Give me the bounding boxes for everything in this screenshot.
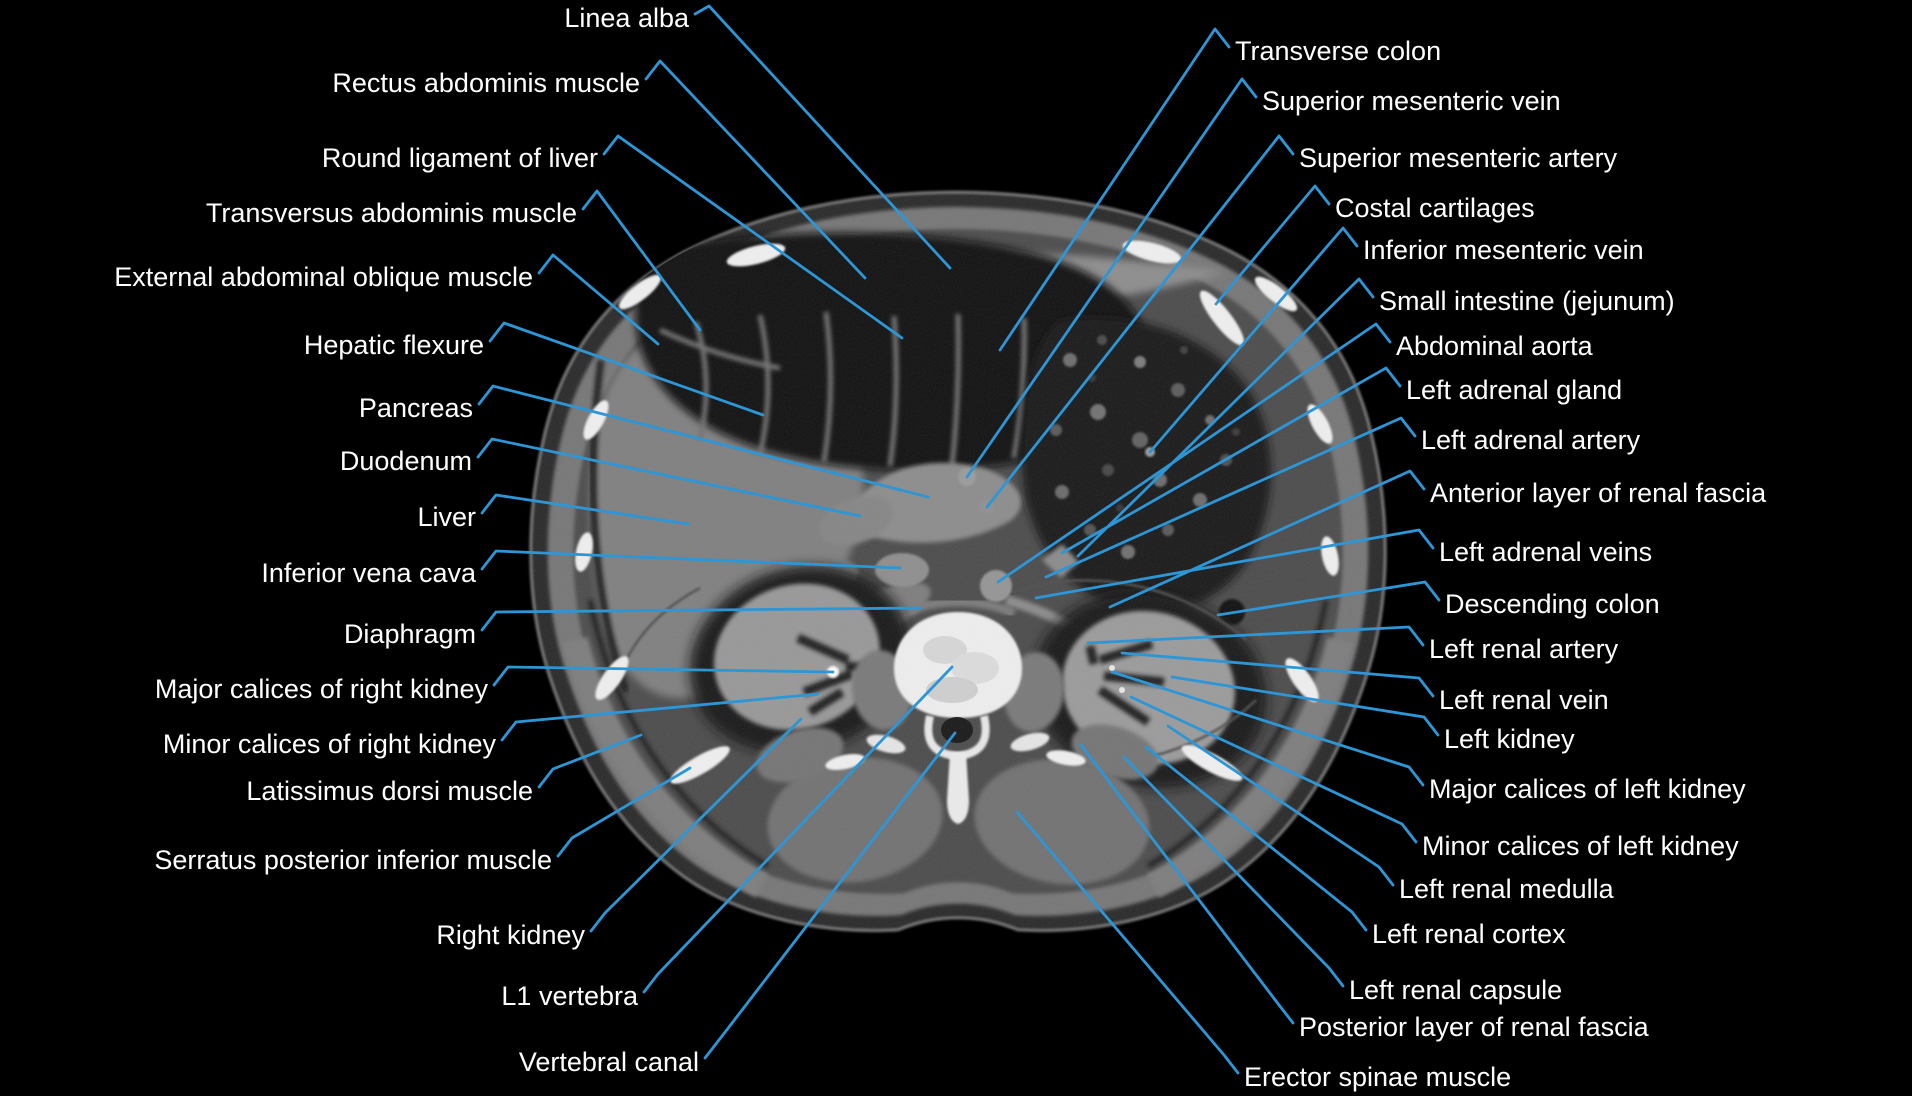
label-vertebral-canal: Vertebral canal (519, 1047, 699, 1077)
label-left-renal-capsule: Left renal capsule (1349, 975, 1562, 1005)
ct-noise-overlay (530, 192, 1386, 931)
leader-line-anterior-layer-of-renal-fascia (1108, 469, 1426, 609)
ct-image (529, 190, 1387, 933)
leader-line-duodenum (476, 437, 862, 518)
leader-line-superior-mesenteric-artery (985, 134, 1295, 509)
leader-line-liver (480, 493, 690, 526)
label-descending-colon: Descending colon (1445, 589, 1660, 619)
label-pancreas: Pancreas (359, 393, 473, 423)
label-erector-spinae-muscle: Erector spinae muscle (1244, 1062, 1511, 1092)
label-liver: Liver (417, 502, 476, 532)
leader-line-rectus-abdominis-muscle (644, 59, 867, 280)
leader-line-hepatic-flexure (488, 321, 765, 417)
leader-line-major-calices-of-right-kidney (492, 665, 835, 687)
label-major-calices-of-right-kidney: Major calices of right kidney (155, 674, 489, 704)
leader-line-left-renal-capsule (1122, 755, 1345, 988)
leader-line-right-kidney (589, 717, 803, 933)
label-duodenum: Duodenum (340, 446, 472, 476)
label-left-renal-artery: Left renal artery (1429, 634, 1619, 664)
leader-line-posterior-layer-of-renal-fascia (1079, 743, 1295, 1025)
leader-line-abdominal-aorta (996, 322, 1392, 584)
leader-line-left-adrenal-artery (1044, 416, 1417, 579)
label-diaphragm: Diaphragm (344, 619, 476, 649)
label-small-intestine-jejunum: Small intestine (jejunum) (1379, 286, 1675, 316)
label-anterior-layer-of-renal-fascia: Anterior layer of renal fascia (1430, 478, 1767, 508)
leader-line-descending-colon (1216, 580, 1441, 617)
label-left-adrenal-artery: Left adrenal artery (1421, 425, 1641, 455)
leader-line-l1-vertebra (642, 665, 954, 994)
label-rectus-abdominis-muscle: Rectus abdominis muscle (332, 68, 640, 98)
leader-line-linea-alba (693, 4, 952, 270)
leader-line-superior-mesenteric-vein (965, 77, 1258, 479)
label-left-renal-medulla: Left renal medulla (1399, 874, 1615, 904)
leader-line-round-ligament-of-liver (602, 134, 904, 340)
label-inferior-vena-cava: Inferior vena cava (261, 558, 477, 588)
label-left-renal-cortex: Left renal cortex (1372, 919, 1566, 949)
label-left-renal-vein: Left renal vein (1439, 685, 1609, 715)
leader-line-vertebral-canal (703, 731, 957, 1060)
leader-line-left-renal-cortex (1144, 745, 1368, 932)
label-external-abdominal-oblique-muscle: External abdominal oblique muscle (114, 262, 533, 292)
label-superior-mesenteric-vein: Superior mesenteric vein (1262, 86, 1561, 116)
leader-line-external-abdominal-oblique-muscle (537, 253, 660, 346)
leader-line-left-renal-artery (1086, 625, 1425, 647)
leader-line-major-calices-of-left-kidney (1110, 670, 1425, 787)
leader-line-minor-calices-of-right-kidney (500, 692, 820, 742)
label-left-kidney: Left kidney (1444, 724, 1575, 754)
leader-line-left-kidney (1170, 675, 1440, 737)
label-transverse-colon: Transverse colon (1235, 36, 1441, 66)
leader-line-left-adrenal-gland (1060, 366, 1402, 555)
leader-line-left-adrenal-veins (1034, 528, 1435, 600)
leader-line-transverse-colon (998, 27, 1231, 352)
label-round-ligament-of-liver: Round ligament of liver (322, 143, 598, 173)
label-costal-cartilages: Costal cartilages (1335, 193, 1535, 223)
leader-line-left-renal-vein (1120, 651, 1435, 698)
label-l1-vertebra: L1 vertebra (501, 981, 639, 1011)
label-latissimus-dorsi-muscle: Latissimus dorsi muscle (246, 776, 533, 806)
label-left-adrenal-veins: Left adrenal veins (1439, 537, 1652, 567)
leader-line-latissimus-dorsi-muscle (537, 733, 643, 789)
leader-line-inferior-vena-cava (480, 549, 902, 571)
label-left-adrenal-gland: Left adrenal gland (1406, 375, 1622, 405)
label-minor-calices-of-left-kidney: Minor calices of left kidney (1422, 831, 1739, 861)
leader-line-transversus-abdominis-muscle (581, 189, 702, 332)
label-inferior-mesenteric-vein: Inferior mesenteric vein (1363, 235, 1644, 265)
label-abdominal-aorta: Abdominal aorta (1396, 331, 1594, 361)
leader-line-erector-spinae-muscle (1015, 810, 1240, 1075)
label-posterior-layer-of-renal-fascia: Posterior layer of renal fascia (1299, 1012, 1650, 1042)
label-minor-calices-of-right-kidney: Minor calices of right kidney (163, 729, 497, 759)
leader-line-minor-calices-of-left-kidney (1129, 695, 1418, 844)
label-serratus-posterior-inferior-muscle: Serratus posterior inferior muscle (154, 845, 552, 875)
leader-line-serratus-posterior-inferior-muscle (556, 766, 692, 858)
label-linea-alba: Linea alba (564, 3, 690, 33)
leader-line-diaphragm (480, 606, 923, 632)
label-right-kidney: Right kidney (436, 920, 585, 950)
leader-line-costal-cartilages (1214, 184, 1331, 306)
label-hepatic-flexure: Hepatic flexure (304, 330, 484, 360)
leader-line-inferior-mesenteric-vein (1148, 226, 1359, 454)
leader-line-left-renal-medulla (1166, 724, 1395, 887)
label-transversus-abdominis-muscle: Transversus abdominis muscle (206, 198, 577, 228)
label-superior-mesenteric-artery: Superior mesenteric artery (1299, 143, 1618, 173)
leader-line-pancreas (477, 384, 930, 499)
label-major-calices-of-left-kidney: Major calices of left kidney (1429, 774, 1746, 804)
